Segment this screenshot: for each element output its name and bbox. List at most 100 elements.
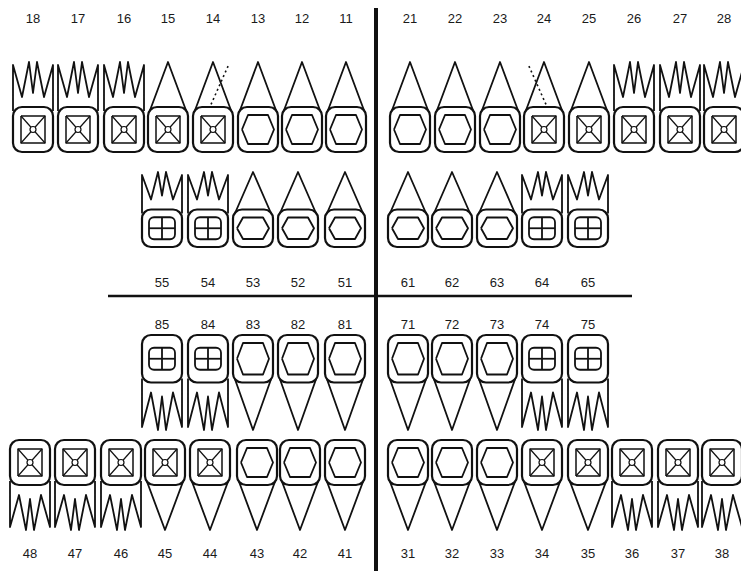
tooth — [568, 440, 608, 530]
tooth — [237, 440, 277, 530]
tooth — [58, 62, 98, 152]
tooth-number: 24 — [537, 12, 551, 25]
tooth-number: 71 — [401, 318, 415, 331]
tooth — [614, 62, 654, 152]
tooth — [432, 440, 472, 530]
tooth — [145, 440, 185, 530]
tooth — [142, 335, 182, 430]
tooth — [524, 62, 564, 152]
tooth — [104, 62, 144, 152]
divider-line — [374, 8, 378, 571]
tooth-number: 38 — [715, 547, 729, 560]
tooth-number: 42 — [293, 547, 307, 560]
tooth — [326, 62, 366, 152]
tooth — [569, 62, 609, 152]
tooth-number: 85 — [155, 318, 169, 331]
tooth-number: 48 — [23, 547, 37, 560]
tooth — [477, 440, 517, 530]
tooth-number: 14 — [206, 12, 220, 25]
tooth-number: 72 — [445, 318, 459, 331]
tooth-number: 83 — [246, 318, 260, 331]
tooth — [101, 440, 141, 530]
tooth — [188, 335, 228, 430]
tooth-number: 34 — [535, 547, 549, 560]
tooth — [142, 172, 182, 247]
tooth-number: 45 — [158, 547, 172, 560]
tooth-number: 55 — [155, 276, 169, 289]
tooth — [480, 62, 520, 152]
tooth-number: 13 — [251, 12, 265, 25]
tooth-number: 31 — [401, 547, 415, 560]
tooth-number: 35 — [581, 547, 595, 560]
tooth-number: 54 — [201, 276, 215, 289]
tooth — [55, 440, 95, 530]
tooth-number: 62 — [445, 276, 459, 289]
tooth — [278, 335, 318, 430]
tooth-number: 36 — [625, 547, 639, 560]
tooth — [432, 172, 472, 247]
tooth — [325, 335, 365, 430]
tooth-number: 28 — [717, 12, 731, 25]
tooth-number: 32 — [445, 547, 459, 560]
tooth-number: 73 — [490, 318, 504, 331]
tooth-number: 33 — [490, 547, 504, 560]
tooth — [193, 62, 233, 152]
tooth-number: 61 — [401, 276, 415, 289]
tooth-number: 18 — [26, 12, 40, 25]
tooth-number: 17 — [71, 12, 85, 25]
tooth — [13, 62, 53, 152]
tooth — [522, 335, 562, 430]
tooth — [660, 62, 700, 152]
tooth-number: 44 — [203, 547, 217, 560]
tooth — [188, 172, 228, 247]
tooth — [704, 62, 741, 152]
tooth-number: 47 — [68, 547, 82, 560]
tooth — [325, 440, 365, 530]
tooth-number: 52 — [291, 276, 305, 289]
tooth-number: 16 — [117, 12, 131, 25]
tooth — [568, 172, 608, 247]
tooth — [612, 440, 652, 530]
tooth-number: 11 — [339, 12, 353, 25]
tooth — [325, 172, 365, 247]
tooth-number: 22 — [448, 12, 462, 25]
tooth-number: 82 — [291, 318, 305, 331]
tooth — [388, 335, 428, 430]
tooth — [10, 440, 50, 530]
tooth-number: 53 — [246, 276, 260, 289]
tooth-number: 26 — [627, 12, 641, 25]
tooth-number: 37 — [671, 547, 685, 560]
tooth-number: 27 — [673, 12, 687, 25]
divider-line — [108, 295, 632, 298]
tooth-number: 64 — [535, 276, 549, 289]
tooth-number: 23 — [493, 12, 507, 25]
tooth — [658, 440, 698, 530]
tooth — [477, 172, 517, 247]
tooth — [388, 440, 428, 530]
tooth-number: 41 — [338, 547, 352, 560]
tooth — [477, 335, 517, 430]
tooth — [233, 172, 273, 247]
tooth-number: 46 — [114, 547, 128, 560]
tooth — [390, 62, 430, 152]
tooth-number: 81 — [338, 318, 352, 331]
tooth-number: 84 — [201, 318, 215, 331]
tooth — [190, 440, 230, 530]
tooth — [282, 62, 322, 152]
tooth — [148, 62, 188, 152]
tooth-number: 65 — [581, 276, 595, 289]
tooth — [233, 335, 273, 430]
tooth — [388, 172, 428, 247]
tooth — [702, 440, 741, 530]
tooth-number: 74 — [535, 318, 549, 331]
tooth — [435, 62, 475, 152]
tooth-number: 75 — [581, 318, 595, 331]
tooth — [522, 440, 562, 530]
tooth — [280, 440, 320, 530]
tooth-number: 51 — [338, 276, 352, 289]
tooth-number: 43 — [250, 547, 264, 560]
tooth — [278, 172, 318, 247]
tooth — [238, 62, 278, 152]
tooth-number: 25 — [582, 12, 596, 25]
